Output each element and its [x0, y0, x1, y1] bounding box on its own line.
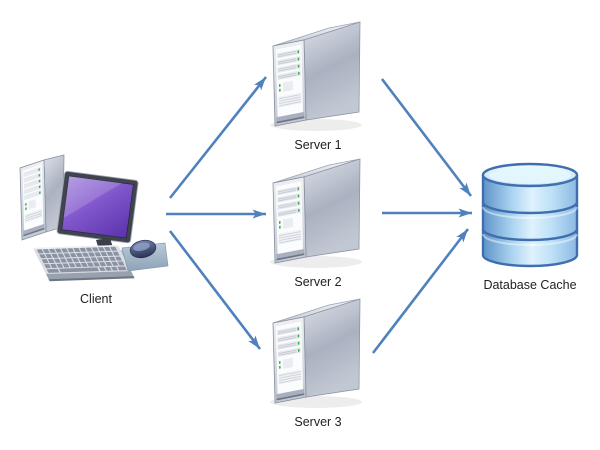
node-label-server1: Server 1 — [294, 138, 342, 152]
node-server3: Server 3 — [263, 295, 373, 429]
arrow-server3-to-database — [371, 228, 470, 354]
arrow-server1-to-database — [380, 78, 473, 197]
desktop-computer-icon — [19, 154, 169, 282]
node-server1: Server 1 — [263, 18, 373, 152]
node-database-cache: Database Cache — [478, 158, 582, 292]
arrow-client-to-server1 — [168, 76, 268, 199]
node-label-server3: Server 3 — [294, 415, 342, 429]
node-client: Client — [8, 148, 184, 306]
node-label-database-cache: Database Cache — [483, 278, 577, 292]
server-tower-icon — [269, 298, 363, 409]
node-label-server2: Server 2 — [294, 275, 342, 289]
server-tower-icon — [269, 158, 363, 269]
node-server2: Server 2 — [263, 155, 373, 289]
server-tower-icon — [269, 21, 363, 132]
node-label-client: Client — [80, 292, 112, 306]
database-cylinder-icon — [481, 162, 579, 268]
